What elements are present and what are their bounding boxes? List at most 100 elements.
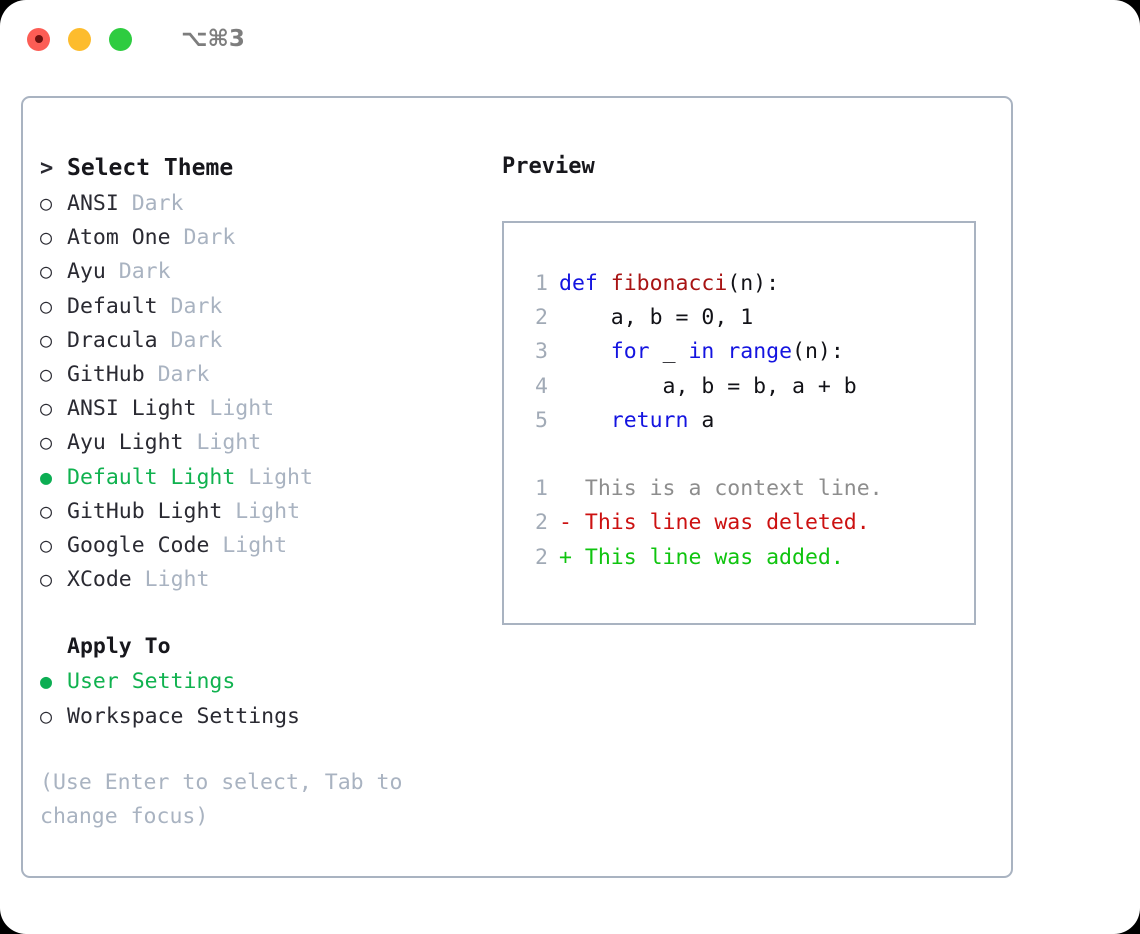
theme-variant-tag: Dark (170, 225, 236, 251)
select-theme-heading-label: Select Theme (67, 155, 234, 181)
line-number: 4 (535, 373, 548, 399)
radio-selected-icon: ● (40, 464, 53, 489)
diff-line: 2 + This line was added. (522, 541, 974, 575)
line-number: 3 (535, 339, 548, 365)
theme-variant-tag: Dark (144, 361, 210, 387)
radio-selected-icon: ● (40, 669, 53, 694)
diff-line-text: This is a context line. (559, 476, 883, 502)
theme-name: Google Code (67, 532, 210, 558)
theme-list-item[interactable]: ○ Ayu Dark (40, 254, 470, 288)
code-text: a, b = 0, 1 (559, 301, 753, 335)
diff-line: 2 - This line was deleted. (522, 506, 974, 540)
code-line: 4 a, b = b, a + b (522, 370, 974, 404)
theme-name: Dracula (67, 327, 158, 353)
code-token (559, 339, 611, 364)
theme-list-item[interactable]: ○ Atom One Dark (40, 220, 470, 254)
theme-list-item[interactable]: ○ Dracula Dark (40, 323, 470, 357)
select-theme-heading: > Select Theme (40, 150, 470, 186)
theme-variant-tag: Dark (105, 259, 171, 285)
zoom-button[interactable] (109, 27, 132, 51)
selection-caret-icon: > (40, 156, 54, 181)
theme-list-item[interactable]: ○Default Dark (40, 289, 470, 323)
code-token (714, 339, 727, 364)
code-token: fibonacci (610, 271, 728, 296)
theme-variant-tag: Light (222, 498, 301, 524)
theme-name: ANSI (67, 191, 119, 216)
theme-list-item[interactable]: ○ANSI Dark (40, 186, 470, 220)
code-token: in (688, 339, 715, 365)
theme-list-item[interactable]: ● Default Light Light (40, 460, 470, 494)
code-token: return (610, 407, 689, 433)
theme-list: ○ANSI Dark○Atom One Dark○Ayu Dark○Defaul… (40, 186, 470, 596)
theme-list-item[interactable]: ○ANSI Light Light (40, 391, 470, 425)
radio-unselected-icon: ○ (40, 396, 53, 421)
preview-box: 1 def fibonacci(n): 2 a, b = 0, 1 3 for _ i… (502, 221, 976, 625)
apply-to-option-label: Workspace Settings (67, 703, 300, 729)
minimize-button[interactable] (68, 27, 91, 51)
theme-variant-tag: Dark (118, 191, 184, 216)
line-number: 1 (535, 271, 548, 296)
radio-unselected-icon: ○ (40, 567, 53, 592)
code-blank-line (522, 438, 974, 472)
line-number: 2 (535, 510, 548, 536)
apply-to-option[interactable]: ● User Settings (40, 664, 470, 698)
code-text: return a (559, 404, 715, 438)
theme-list-item[interactable]: ○XCode Light (40, 562, 470, 596)
radio-unselected-icon: ○ (40, 327, 53, 352)
diff-sample: 1 This is a context line. 2 - This line wa… (522, 472, 974, 575)
title-bar: ⌥⌘3 (0, 0, 1140, 78)
theme-name: Ayu Light (67, 430, 184, 456)
code-text: a, b = b, a + b (559, 370, 857, 404)
theme-list-item[interactable]: ○ Google Code Light (40, 528, 470, 562)
theme-variant-tag: Light (183, 430, 262, 456)
radio-unselected-icon: ○ (40, 361, 53, 386)
line-number: 2 (535, 544, 548, 570)
theme-name: XCode (67, 567, 132, 593)
theme-list-item[interactable]: ○ GitHub Light Light (40, 494, 470, 528)
radio-unselected-icon: ○ (40, 430, 53, 455)
radio-unselected-icon: ○ (40, 703, 53, 728)
apply-to-option-label: User Settings (67, 669, 236, 695)
theme-name: ANSI Light (67, 396, 197, 422)
theme-list-item[interactable]: ○ Ayu Light Light (40, 425, 470, 459)
code-token: def (559, 271, 611, 296)
code-token: _ (649, 339, 689, 365)
code-sample: 1 def fibonacci(n): 2 a, b = 0, 1 3 for _ i… (522, 267, 974, 438)
radio-unselected-icon: ○ (40, 259, 53, 284)
radio-unselected-icon: ○ (40, 293, 53, 318)
line-number: 5 (535, 407, 548, 433)
diff-line-text: - This line was deleted. (559, 510, 870, 536)
keyboard-hint-text: (Use Enter to select, Tab to change focu… (40, 769, 416, 830)
code-token: a, b = 0, 1 (559, 305, 754, 331)
theme-name: Default Light (67, 464, 236, 490)
theme-name: Ayu (67, 259, 106, 285)
main-panel: > Select Theme ○ANSI Dark○Atom One Dark○… (21, 96, 1013, 878)
code-token: a, b = b, a + b (559, 373, 857, 399)
code-line: 2 a, b = 0, 1 (522, 301, 974, 335)
traffic-light-buttons (27, 27, 132, 51)
theme-variant-tag: Dark (157, 293, 223, 319)
theme-variant-tag: Light (235, 464, 313, 490)
diff-line: 1 This is a context line. (522, 472, 974, 506)
list-spacer (40, 596, 470, 630)
code-token: (n): (727, 271, 780, 296)
apply-to-options: ● User Settings ○ Workspace Settings (40, 664, 470, 732)
code-token: range (727, 339, 793, 365)
theme-list-item[interactable]: ○ GitHub Dark (40, 357, 470, 391)
theme-variant-tag: Dark (157, 327, 223, 353)
theme-name: GitHub (67, 361, 145, 387)
radio-unselected-icon: ○ (40, 225, 53, 250)
hint-spacer (40, 733, 470, 766)
theme-name: GitHub Light (67, 498, 223, 524)
apply-to-title: Apply To (67, 634, 171, 660)
diff-line-text: + This line was added. (559, 544, 844, 570)
radio-unselected-icon: ○ (40, 532, 53, 557)
radio-unselected-icon: ○ (40, 498, 53, 523)
code-text: for _ in range(n): (559, 335, 844, 369)
keyboard-shortcut-label: ⌥⌘3 (181, 26, 245, 52)
theme-name: Atom One (67, 225, 171, 251)
theme-variant-tag: Light (209, 532, 288, 558)
apply-to-option[interactable]: ○ Workspace Settings (40, 699, 470, 733)
close-button[interactable] (27, 27, 50, 51)
